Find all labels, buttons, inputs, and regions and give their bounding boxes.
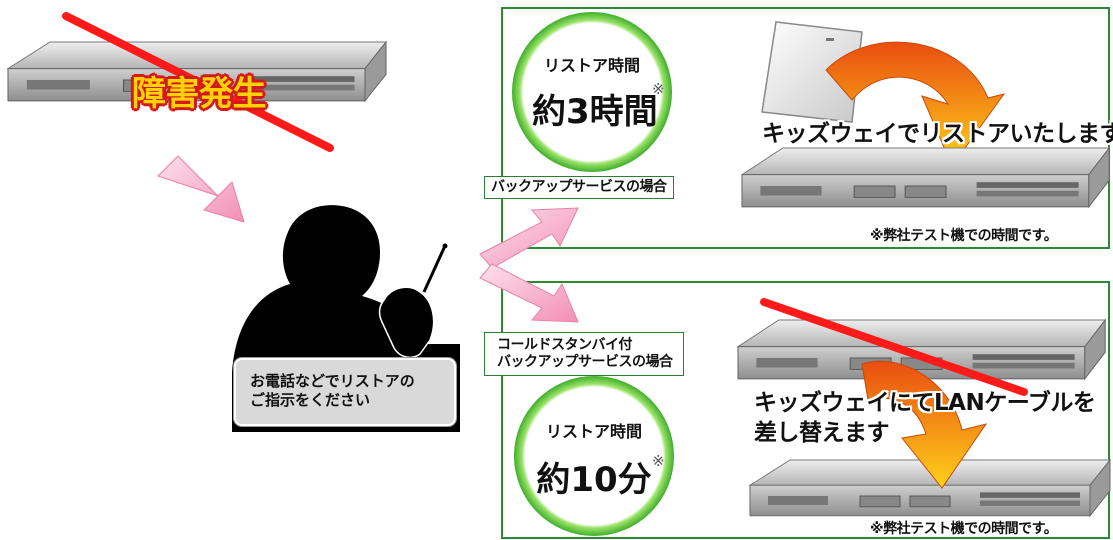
cold-standby-tag-line: コールドスタンバイ付 [497,337,632,353]
switch-cable-arrow-icon [861,360,988,489]
speech-line: お電話などでリストアの [250,372,415,390]
bottom-panel-frame [501,281,1110,539]
restore-arrow-icon [825,41,1006,168]
bottom-badge-value: 約10分 [536,460,652,500]
backup-device-icon [761,21,863,123]
top-badge-value: 約3時間 [532,92,658,132]
bottom-badge-title: リストア時間 [545,422,642,441]
top-restore-time-badge [512,12,672,172]
bottom-panel-caption-line: 差し替えます [754,420,890,446]
bottom-badge-asterisk: ※ [652,452,665,470]
old-connection-cross-line [760,298,1028,396]
top-panel-caption: キッズウェイでリストアいたします [762,121,1113,147]
standby-server-top-icon [737,319,1106,380]
operator-speech-box: お電話などでリストアの ご指示をください [234,358,456,426]
speech-line: ご指示をください [250,391,371,409]
arrow-server-to-operator [157,155,245,223]
failure-cross-line [62,12,334,152]
bottom-panel-caption: キッズウェイにてLANケーブルを 差し替えます [754,388,1096,448]
failure-label: 障害発生 [132,74,267,114]
top-badge-title: リストア時間 [543,56,640,75]
backup-service-tag: バックアップサービスの場合 [484,176,674,199]
arrow-to-cold-standby [479,263,579,323]
top-badge-asterisk: ※ [652,80,665,98]
top-panel-frame [501,7,1110,249]
top-panel-note: ※弊社テスト機での時間です。 [870,228,1058,244]
restored-server-icon [741,147,1110,208]
bottom-restore-time-badge [514,376,674,536]
cold-standby-tag-line: バックアップサービスの場合 [497,354,673,370]
bottom-panel-note: ※弊社テスト機での時間です。 [870,521,1058,537]
bottom-panel-caption-line: キッズウェイにてLANケーブルを [754,390,1096,416]
cold-standby-tag: コールドスタンバイ付 バックアップサービスの場合 [484,332,684,376]
arrow-to-backup-service [479,207,579,269]
